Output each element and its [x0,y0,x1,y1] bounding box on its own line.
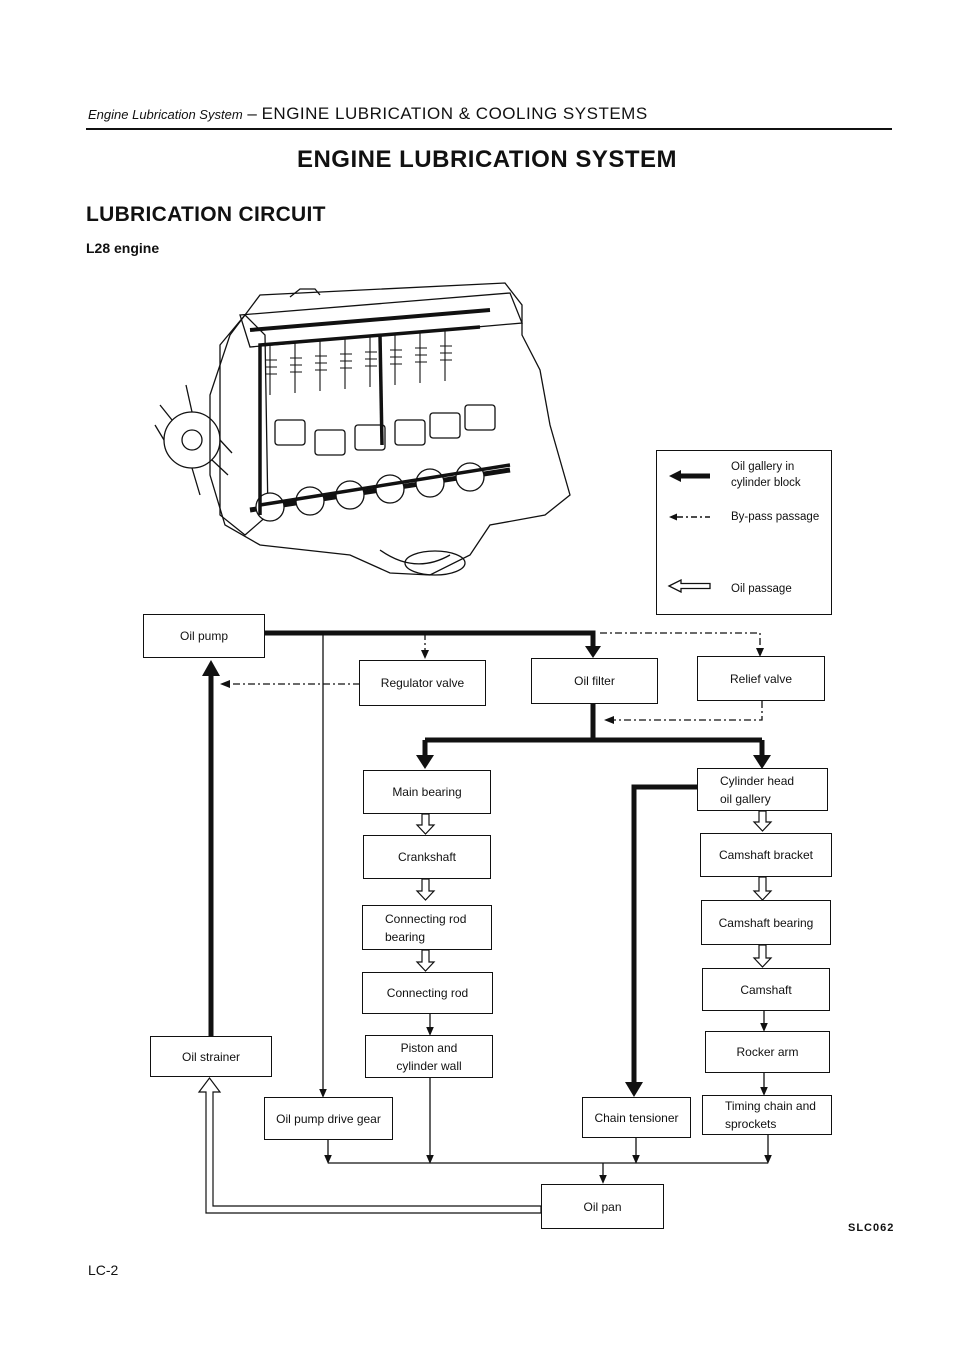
timing-line2: sprockets [725,1117,777,1131]
section-heading: LUBRICATION CIRCUIT [86,203,326,226]
regulator-valve-box: Regulator valve [359,660,486,706]
camshaft-bracket-box: Camshaft bracket [700,833,832,877]
oil-passage-arrow-icon [667,579,711,593]
connecting-rod-box: Connecting rod [362,972,493,1014]
connecting-rod-bearing-box: Connecting rod bearing [362,905,492,950]
timing-chain-sprockets-box: Timing chain and sprockets [702,1095,832,1135]
oil-strainer-box: Oil strainer [150,1036,272,1077]
piston-cylinder-wall-box: Piston and cylinder wall [365,1035,493,1078]
engine-cutaway-illustration [154,282,571,576]
chain-tensioner-box: Chain tensioner [582,1097,691,1138]
legend: Oil gallery in cylinder block By-pass pa… [656,450,832,615]
oil-pump-drive-gear-box: Oil pump drive gear [264,1097,393,1140]
figure-code: SLC062 [848,1222,895,1234]
section-name: Engine Lubrication System [88,107,243,122]
running-header: Engine Lubrication System – ENGINE LUBRI… [88,104,648,124]
rocker-arm-box: Rocker arm [705,1031,830,1073]
legend-gallery-line1: Oil gallery in [731,461,795,473]
camshaft-box: Camshaft [702,968,830,1011]
cylinder-head-oil-gallery-box: Cylinder head oil gallery [697,768,828,811]
oil-filter-box: Oil filter [531,658,658,704]
relief-valve-box: Relief valve [697,656,825,701]
bypass-arrow-icon [669,513,710,521]
engine-label: L28 engine [86,240,160,256]
piston-line1: Piston and [400,1040,458,1055]
chapter-name: ENGINE LUBRICATION & COOLING SYSTEMS [261,104,648,123]
legend-gallery-line2: cylinder block [731,476,801,489]
page-number: LC-2 [88,1262,119,1278]
piston-line2: cylinder wall [396,1058,462,1073]
cylinder-head-line2: oil gallery [720,791,771,806]
legend-bypass-label: By-pass passage [731,511,820,523]
legend-gallery-label: Oil gallery in cylinder block [731,460,801,491]
timing-line1: Timing chain and [725,1099,816,1113]
main-bearing-box: Main bearing [363,770,491,814]
oil-pump-box: Oil pump [143,614,265,658]
legend-passage-label: Oil passage [731,583,792,595]
conrod-bearing-line1: Connecting rod [385,911,467,926]
header-dash: – [247,104,257,123]
camshaft-bearing-box: Camshaft bearing [701,900,831,945]
oil-pan-box: Oil pan [541,1184,664,1229]
page-title: ENGINE LUBRICATION SYSTEM [296,146,678,173]
oil-gallery-arrow-icon [669,470,710,482]
header-rule [86,128,892,130]
cylinder-head-line1: Cylinder head [720,773,795,788]
conrod-bearing-line2: bearing [385,929,426,944]
crankshaft-box: Crankshaft [363,835,491,879]
